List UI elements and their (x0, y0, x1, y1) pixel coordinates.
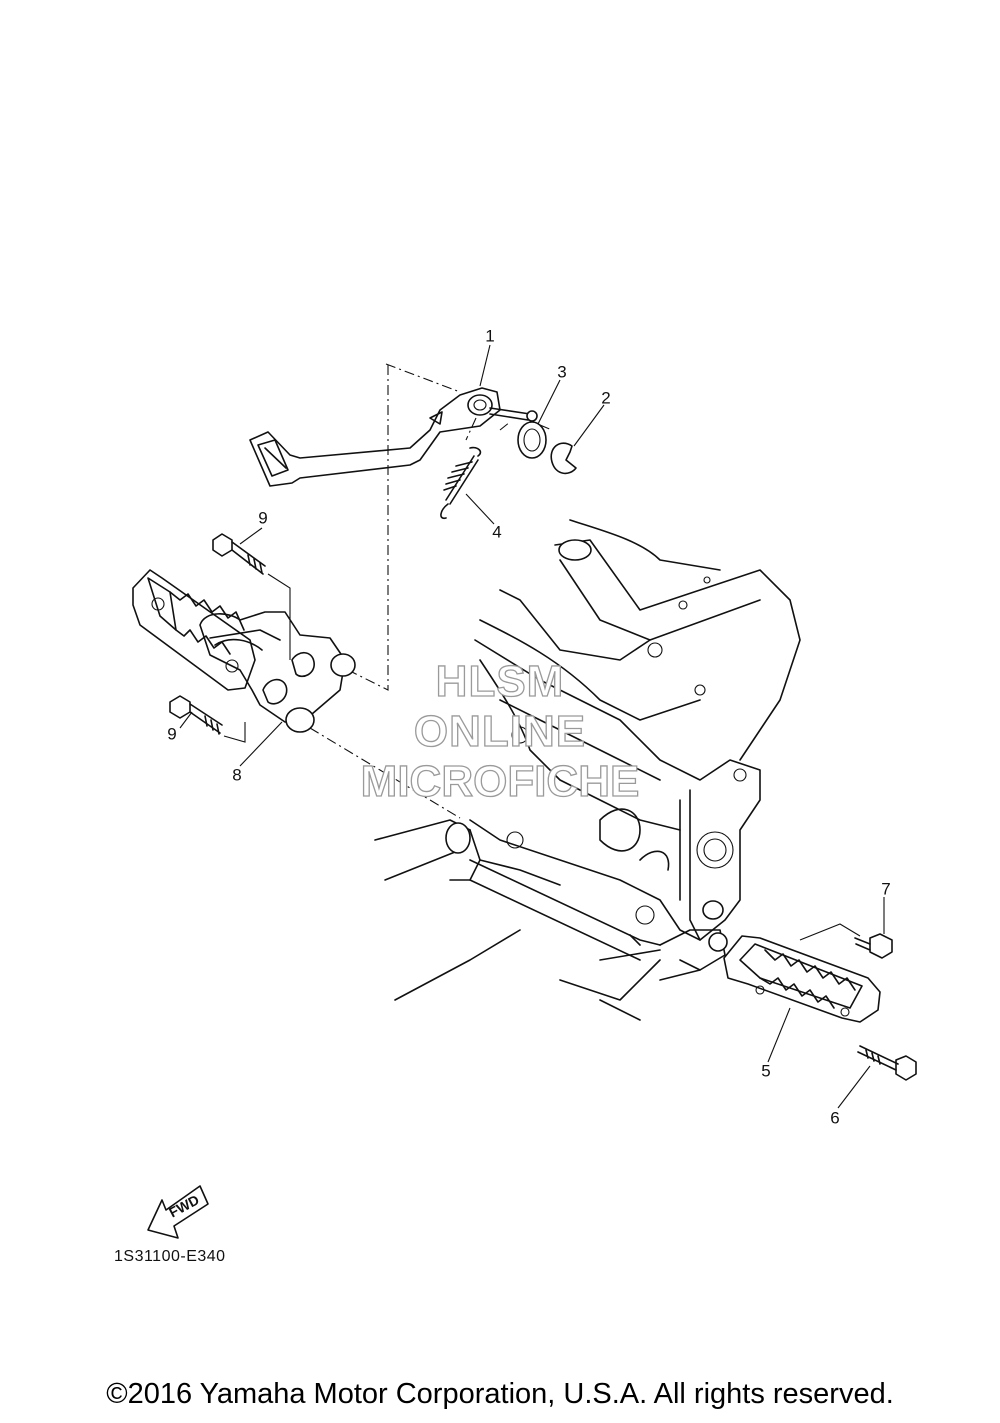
watermark-line-1: HLSM (435, 657, 565, 706)
frame-drawing (374, 519, 801, 1021)
left-footrest-drawing (132, 533, 461, 819)
figure-code: 1S31100-E340 (114, 1248, 226, 1265)
copyright-notice: ©2016 Yamaha Motor Corporation, U.S.A. A… (106, 1378, 894, 1410)
callout-6: 6 (830, 1108, 840, 1128)
watermark-line-3: MICROFICHE (360, 757, 640, 806)
brake-pedal-drawing (249, 363, 577, 691)
watermark-line-2: ONLINE (413, 707, 587, 756)
callout-9-lower: 9 (167, 724, 177, 744)
leader-lines (179, 344, 885, 1109)
right-footrest-drawing (723, 923, 917, 1081)
callout-4: 4 (492, 522, 502, 542)
callout-3: 3 (557, 362, 567, 382)
callout-7: 7 (881, 879, 891, 899)
fwd-arrow-icon (147, 1185, 209, 1239)
callout-8: 8 (232, 765, 242, 785)
callout-2: 2 (601, 388, 611, 408)
callout-9-upper: 9 (258, 508, 268, 528)
callout-5: 5 (761, 1061, 771, 1081)
callout-1: 1 (485, 326, 495, 346)
